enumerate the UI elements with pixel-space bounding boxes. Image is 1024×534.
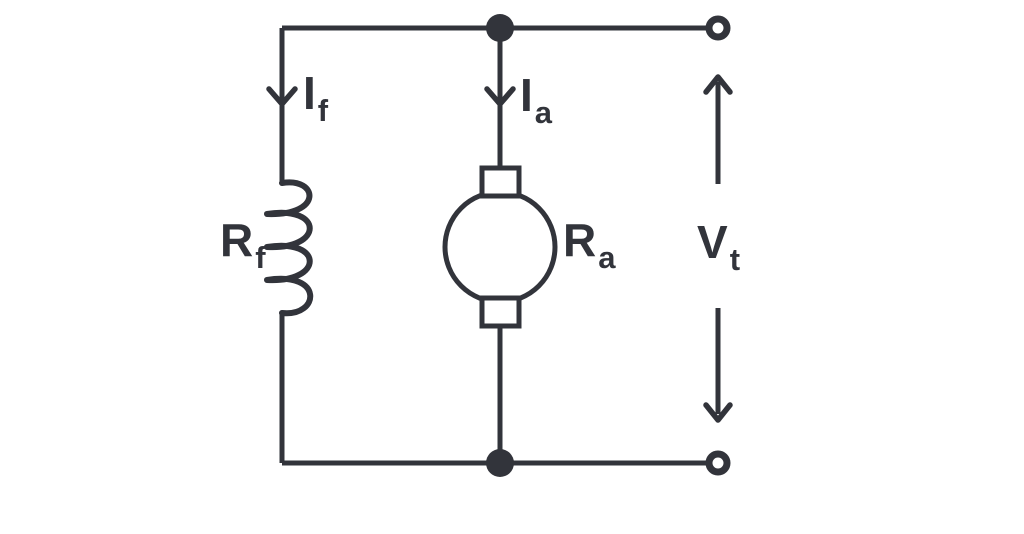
- motor-armature-circle: [442, 189, 558, 305]
- armature-resistance-symbol: R: [563, 214, 597, 266]
- junction-dot-bottom: [486, 449, 514, 477]
- voltage-arrow-down-head-icon: [703, 402, 733, 423]
- terminal-voltage-label: Vt: [697, 216, 740, 275]
- field-current-subscript: f: [317, 93, 329, 128]
- field-resistance-subscript: f: [255, 240, 266, 275]
- field-current-arrow-icon: [266, 86, 298, 107]
- terminal-voltage-symbol: V: [697, 216, 728, 268]
- brush-top-rect: [479, 165, 522, 199]
- voltage-arrow-up-head-icon: [703, 74, 733, 95]
- field-current-symbol: I: [303, 67, 316, 119]
- terminal-voltage-subscript: t: [729, 242, 741, 277]
- brush-bottom-rect: [479, 295, 522, 329]
- armature-resistance-subscript: a: [598, 240, 616, 275]
- field-resistance-symbol: R: [220, 214, 254, 266]
- field-resistance-label: Rf: [220, 214, 266, 273]
- field-inductor-coil: [264, 179, 314, 317]
- terminal-bottom: [705, 450, 731, 476]
- junction-dot-top: [486, 14, 514, 42]
- armature-current-arrow-icon: [484, 86, 516, 107]
- armature-current-subscript: a: [534, 95, 553, 130]
- terminal-top: [705, 15, 731, 41]
- armature-resistance-label: Ra: [563, 214, 615, 273]
- field-current-label: If: [303, 67, 328, 126]
- armature-current-symbol: I: [520, 69, 533, 121]
- armature-current-label: Ia: [520, 69, 552, 128]
